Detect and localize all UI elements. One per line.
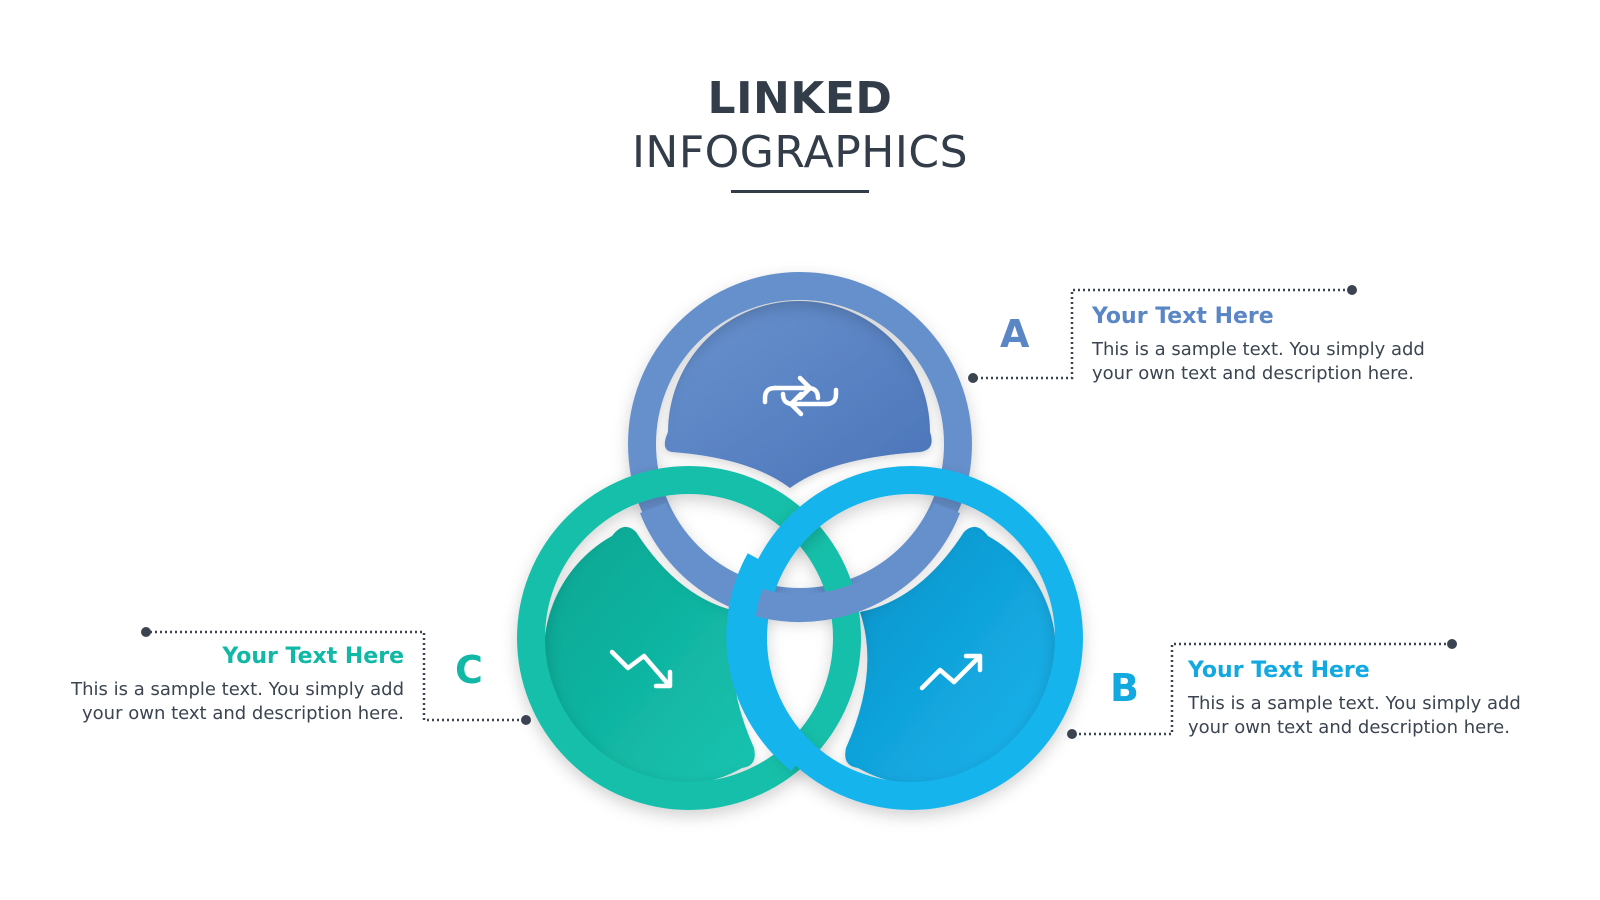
repeat-icon (762, 375, 839, 417)
ring-c (517, 466, 861, 810)
callout-c-body-line-2: your own text and description here. (82, 703, 404, 724)
segment-b (845, 526, 1056, 785)
callout-a-body-line-2: your own text and description here. (1092, 363, 1414, 384)
callout-c: Your Text Here This is a sample text. Yo… (44, 642, 404, 726)
callout-a-body-line-1: This is a sample text. You simply add (1092, 339, 1425, 360)
connector-a (976, 288, 1350, 380)
connector-c-start-dot (521, 715, 531, 725)
connector-c (148, 630, 524, 722)
segment-c (544, 526, 755, 785)
callout-a-heading: Your Text Here (1092, 304, 1274, 329)
connector-b-start-dot (1067, 729, 1077, 739)
letter-c: C (455, 648, 483, 692)
letter-b: B (1110, 666, 1139, 710)
trending-up-icon (919, 653, 983, 691)
callout-a: Your Text Here This is a sample text. Yo… (1092, 302, 1452, 386)
title-line-2: INFOGRAPHICS (631, 127, 969, 178)
callout-b-heading: Your Text Here (1188, 658, 1370, 683)
callout-c-body-line-1: This is a sample text. You simply add (71, 679, 404, 700)
title-block: LINKED INFOGRAPHICS (0, 72, 1600, 193)
ring-a-weave (639, 502, 961, 622)
callout-b-body-line-2: your own text and description here. (1188, 717, 1510, 738)
connector-c-end-dot (141, 627, 151, 637)
title-line-1: LINKED (707, 73, 893, 124)
connector-a-end-dot (1347, 285, 1357, 295)
connector-a-start-dot (968, 373, 978, 383)
trending-down-icon (609, 649, 673, 689)
callout-c-heading: Your Text Here (222, 644, 404, 669)
ring-b-weave (726, 553, 809, 771)
connector-b-end-dot (1447, 639, 1457, 649)
callout-b-body-line-1: This is a sample text. You simply add (1188, 693, 1521, 714)
callout-b: Your Text Here This is a sample text. Yo… (1188, 656, 1548, 740)
connector-b (1074, 642, 1450, 736)
letter-a: A (1000, 312, 1030, 356)
title-underline (731, 190, 869, 193)
